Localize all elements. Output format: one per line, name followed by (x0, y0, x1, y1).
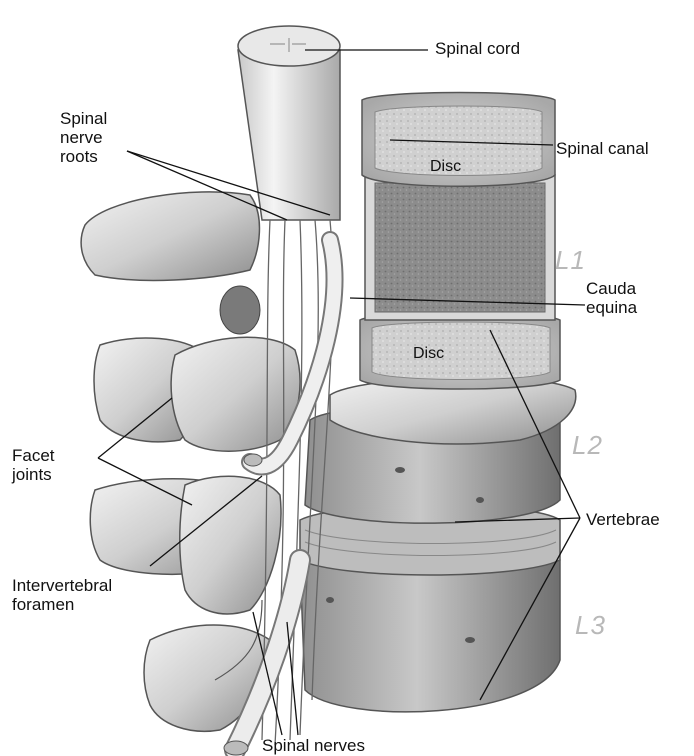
spinal-nerve-roots-line-1: Spinal (60, 109, 107, 128)
level-l1: L1 (555, 245, 586, 276)
intervertebral-foramen-line-1: Intervertebral (12, 576, 112, 595)
vertebral-body-l1 (365, 175, 555, 320)
disc-lower (360, 313, 560, 390)
facet-joints-label: Facet joints (12, 446, 55, 484)
spinal-cord-label: Spinal cord (435, 39, 520, 58)
cauda-equina-line-2: equina (586, 298, 637, 317)
spinal-canal-label: Spinal canal (556, 139, 649, 158)
spinal-nerve-roots-label: Spinal nerve roots (60, 109, 107, 166)
disc-upper-label: Disc (430, 158, 461, 176)
cauda-equina-label: Cauda equina (586, 279, 637, 317)
level-l2: L2 (572, 430, 603, 461)
level-l3: L3 (575, 610, 606, 641)
facet-joints-line-1: Facet (12, 446, 55, 465)
facet-joints-line-2: joints (12, 465, 55, 484)
vertebrae-label: Vertebrae (586, 510, 660, 529)
spinal-nerve-roots-line-3: roots (60, 147, 107, 166)
cauda-equina-line-1: Cauda (586, 279, 637, 298)
intervertebral-foramen-label: Intervertebral foramen (12, 576, 112, 614)
spinal-nerves-label: Spinal nerves (262, 736, 365, 755)
disc-lower-label: Disc (413, 345, 444, 363)
intervertebral-foramen-line-2: foramen (12, 595, 112, 614)
spinal-nerve-roots-line-2: nerve (60, 128, 107, 147)
